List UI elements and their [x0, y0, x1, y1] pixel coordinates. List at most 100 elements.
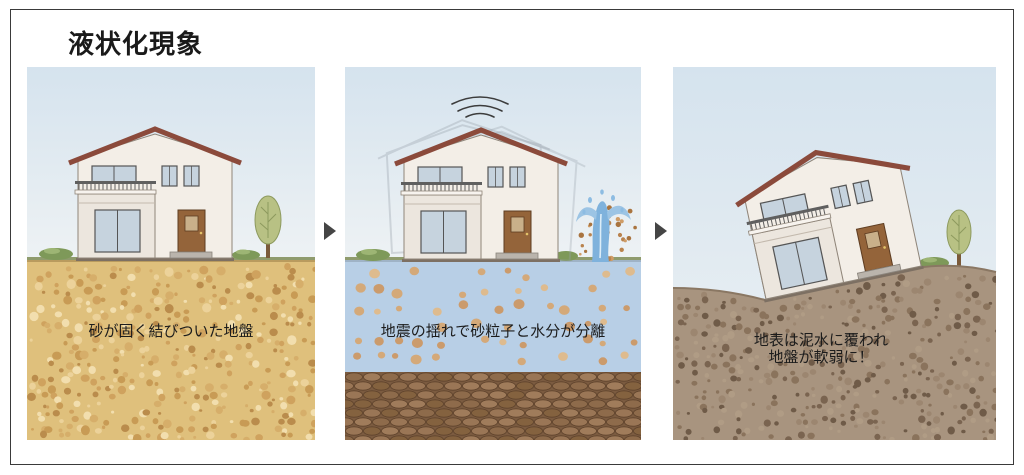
mud-particle: [676, 351, 684, 359]
settled-grain: [390, 435, 408, 440]
mud-particle: [690, 328, 698, 337]
sand-particle: [307, 321, 312, 327]
sand-particle: [602, 270, 611, 278]
mud-particle: [949, 356, 953, 360]
sand-particle: [411, 338, 423, 348]
mud-particle: [943, 388, 950, 395]
sand-particle: [286, 395, 296, 405]
mud-particle: [736, 417, 741, 422]
mud-particle: [694, 395, 699, 399]
mud-particle: [840, 413, 845, 417]
sand-particle: [196, 281, 204, 289]
mud-particle: [695, 305, 701, 311]
mud-particle: [889, 436, 895, 440]
settled-grain: [462, 417, 480, 427]
mud-particle: [849, 298, 856, 305]
settled-grain: [498, 417, 516, 427]
mud-particle: [801, 300, 807, 306]
sand-particle: [164, 298, 170, 304]
mud-particle: [880, 361, 886, 368]
sand-particle: [189, 415, 196, 422]
water-soil-layer: [345, 262, 641, 372]
mud-particle: [786, 340, 794, 347]
mud-particle: [955, 291, 964, 299]
mud-particle: [910, 393, 917, 400]
mud-particle: [744, 427, 751, 434]
mud-particle: [854, 407, 860, 413]
ejected-sand-grain: [578, 232, 584, 238]
sand-particle: [204, 383, 214, 392]
sand-particle: [36, 304, 45, 314]
mud-particle: [722, 300, 726, 304]
sand-particle: [98, 344, 104, 350]
ejected-sand-grain: [617, 232, 623, 238]
sand-particle: [245, 404, 249, 408]
sand-particle: [480, 288, 489, 296]
mud-particle: [947, 426, 955, 435]
mud-particle: [735, 315, 742, 322]
sand-particle: [52, 351, 62, 360]
mud-particle: [937, 332, 941, 337]
settled-grain: [525, 408, 543, 418]
mud-particle: [975, 395, 981, 400]
ejected-sand-grain: [619, 247, 624, 252]
sand-particle: [132, 434, 142, 440]
sand-particle: [41, 290, 46, 294]
caption-panel-3-line-1: 地表は泥水に覆われ: [753, 331, 889, 349]
settled-grain: [606, 435, 624, 440]
sand-particle: [72, 366, 82, 375]
sand-particle: [103, 419, 110, 426]
settled-grain: [552, 399, 570, 409]
sand-particle: [248, 380, 253, 386]
settled-grain: [408, 417, 426, 427]
sand-particle: [282, 412, 290, 419]
sand-particle: [183, 309, 190, 315]
settled-grain: [597, 390, 615, 400]
ejected-sand-grain: [580, 244, 584, 248]
settled-grain: [588, 435, 606, 440]
mud-particle: [678, 362, 685, 369]
sand-particle: [83, 286, 93, 295]
mud-particle: [907, 331, 912, 335]
sand-particle: [308, 359, 315, 367]
sand-particle: [354, 306, 365, 316]
sand-particle: [96, 386, 102, 391]
mud-particle: [846, 390, 850, 394]
settled-grain: [624, 435, 641, 440]
mud-particle: [822, 349, 826, 353]
mud-particle: [693, 312, 699, 318]
mud-particle: [961, 429, 966, 434]
sand-particle: [285, 321, 290, 326]
mud-particle: [925, 392, 931, 398]
sand-particle: [54, 322, 63, 330]
mud-particle: [920, 409, 924, 413]
mud-particle: [691, 360, 698, 367]
sand-particle: [235, 343, 242, 351]
mud-particle: [956, 276, 962, 281]
mud-particle: [963, 274, 967, 278]
mud-particle: [816, 404, 823, 409]
mud-particle: [811, 387, 815, 391]
sand-particle: [92, 335, 100, 343]
sand-particle: [273, 348, 278, 353]
sand-particle: [194, 393, 200, 400]
sand-particle: [288, 385, 296, 393]
sand-particle: [139, 372, 145, 379]
mud-particle: [754, 355, 760, 359]
sand-particle: [630, 339, 638, 346]
sand-particle: [154, 382, 159, 386]
sand-particle: [278, 418, 285, 425]
settled-grain: [444, 381, 462, 391]
settled-grain: [345, 408, 363, 418]
sand-particle: [202, 303, 212, 313]
sand-particle: [92, 313, 101, 321]
sand-particle: [584, 320, 592, 327]
sand-particle: [267, 401, 273, 407]
mud-particle: [801, 306, 805, 310]
sand-particle: [598, 304, 606, 312]
sand-particle: [310, 368, 315, 374]
mud-particle: [732, 435, 738, 440]
mud-particle: [916, 357, 924, 363]
mud-particle: [897, 274, 906, 281]
